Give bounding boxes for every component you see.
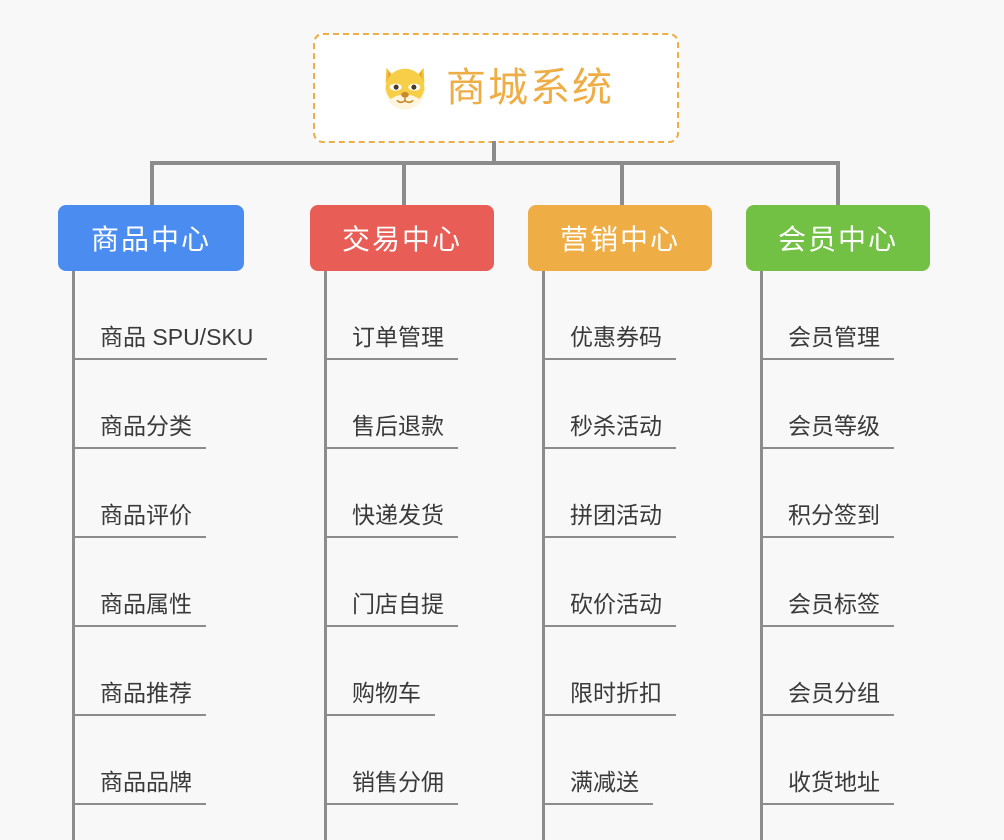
leaf-label: 销售分佣 [324,769,458,805]
list-item[interactable]: 商品推荐 [58,627,244,716]
leaf-list-product: 商品 SPU/SKU 商品分类 商品评价 商品属性 商品推荐 商品品牌 [58,271,268,805]
leaf-label: 会员分组 [760,680,894,716]
leaf-label: 秒杀活动 [542,413,676,449]
root-node[interactable]: 商城系统 [313,33,679,143]
list-item[interactable]: 商品品牌 [58,716,244,805]
category-title: 会员中心 [777,224,898,255]
column-trunk-line [324,271,327,840]
list-item[interactable]: 秒杀活动 [528,360,712,449]
list-item[interactable]: 购物车 [310,627,494,716]
leaf-label: 积分签到 [760,502,894,538]
connector-bus [150,161,840,165]
list-item[interactable]: 商品分类 [58,360,244,449]
leaf-label: 商品 SPU/SKU [72,324,268,360]
list-item[interactable]: 快递发货 [310,449,494,538]
list-item[interactable]: 门店自提 [310,538,494,627]
leaf-label: 限时折扣 [542,680,676,716]
leaf-label: 购物车 [324,680,435,716]
category-column-marketing: 营销中心 优惠券码 秒杀活动 拼团活动 砍价活动 限时折扣 满减送 [528,205,712,840]
category-title: 交易中心 [341,224,462,255]
category-header-member[interactable]: 会员中心 [746,205,930,271]
leaf-list-marketing: 优惠券码 秒杀活动 拼团活动 砍价活动 限时折扣 满减送 [528,271,712,805]
list-item[interactable]: 限时折扣 [528,627,712,716]
leaf-label: 优惠券码 [542,324,676,360]
list-item[interactable]: 商品属性 [58,538,244,627]
leaf-label: 商品分类 [72,413,206,449]
leaf-label: 拼团活动 [542,502,676,538]
leaf-label: 门店自提 [324,591,458,627]
category-header-trade[interactable]: 交易中心 [310,205,494,271]
root-title: 商城系统 [446,66,614,110]
category-title: 营销中心 [559,224,680,255]
leaf-label: 砍价活动 [542,591,676,627]
list-item[interactable]: 收货地址 [746,716,930,805]
list-item[interactable]: 销售分佣 [310,716,494,805]
leaf-label: 会员管理 [760,324,894,360]
list-item[interactable]: 会员等级 [746,360,930,449]
leaf-label: 订单管理 [324,324,458,360]
list-item[interactable]: 积分签到 [746,449,930,538]
list-item[interactable]: 拼团活动 [528,449,712,538]
list-item[interactable]: 满减送 [528,716,712,805]
leaf-label: 会员等级 [760,413,894,449]
category-title: 商品中心 [90,224,211,255]
category-header-product[interactable]: 商品中心 [58,205,244,271]
shiba-dog-emoji [385,67,425,110]
leaf-label: 商品品牌 [72,769,206,805]
category-column-product: 商品中心 商品 SPU/SKU 商品分类 商品评价 商品属性 商品推荐 商品品牌 [58,205,268,840]
connector-to-column-4 [836,161,840,207]
connector-to-column-2 [402,161,406,207]
leaf-label: 商品推荐 [72,680,206,716]
category-column-member: 会员中心 会员管理 会员等级 积分签到 会员标签 会员分组 收货地址 [746,205,930,840]
list-item[interactable]: 优惠券码 [528,271,712,360]
category-column-trade: 交易中心 订单管理 售后退款 快递发货 门店自提 购物车 销售分佣 [310,205,494,840]
connector-to-column-3 [620,161,624,207]
list-item[interactable]: 砍价活动 [528,538,712,627]
list-item[interactable]: 订单管理 [310,271,494,360]
leaf-label: 商品评价 [72,502,206,538]
connector-root-stem [492,141,496,165]
leaf-label: 商品属性 [72,591,206,627]
column-trunk-line [760,271,763,840]
leaf-list-member: 会员管理 会员等级 积分签到 会员标签 会员分组 收货地址 [746,271,930,805]
category-header-marketing[interactable]: 营销中心 [528,205,712,271]
leaf-label: 满减送 [542,769,653,805]
list-item[interactable]: 会员分组 [746,627,930,716]
list-item[interactable]: 商品 SPU/SKU [58,271,268,360]
leaf-label: 售后退款 [324,413,458,449]
leaf-label: 会员标签 [760,591,894,627]
leaf-list-trade: 订单管理 售后退款 快递发货 门店自提 购物车 销售分佣 [310,271,494,805]
connector-to-column-1 [150,161,154,207]
column-trunk-line [72,271,75,840]
list-item[interactable]: 会员管理 [746,271,930,360]
list-item[interactable]: 会员标签 [746,538,930,627]
column-trunk-line [542,271,545,840]
list-item[interactable]: 售后退款 [310,360,494,449]
leaf-label: 快递发货 [324,502,458,538]
leaf-label: 收货地址 [760,769,894,805]
list-item[interactable]: 商品评价 [58,449,244,538]
